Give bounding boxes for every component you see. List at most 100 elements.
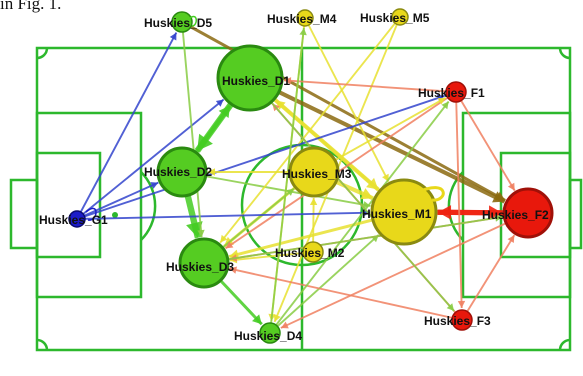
- player-label-m5: Huskies_M5: [360, 11, 430, 25]
- pass-arrowhead-d4-f1: [441, 101, 449, 110]
- pass-edge-d1-f3: [249, 77, 455, 312]
- pass-edge-d4-m1: [269, 234, 380, 334]
- left-goal: [9, 178, 39, 250]
- player-label-f3: Huskies_F3: [424, 314, 491, 328]
- corner-arc-top-right: [558, 47, 571, 60]
- left-penalty-arc: [140, 171, 157, 241]
- player-node-m4: [296, 9, 314, 27]
- pass-edge-f2-d4: [280, 212, 529, 329]
- pass-arrowhead-f1-f3: [457, 300, 466, 309]
- player-label-d1: Huskies_D1: [222, 74, 290, 88]
- pass-edge-g1-d1: [76, 98, 225, 220]
- pass-edge-f3-f2: [461, 234, 516, 321]
- player-label-m4: Huskies_M4: [267, 12, 337, 26]
- pass-edge-d3-f2: [203, 216, 503, 264]
- player-node-m3: [288, 146, 340, 198]
- player-label-d3: Huskies_D3: [166, 260, 234, 274]
- player-label-d5: Huskies_D5: [144, 16, 212, 30]
- pass-arrowhead-f2-m1: [437, 205, 452, 220]
- player-label-f1: Huskies_F1: [418, 86, 485, 100]
- pass-arrowhead-d2-d3: [186, 221, 203, 238]
- pass-arrowhead-f1-f2: [507, 182, 515, 191]
- player-label-m3: Huskies_M3: [282, 167, 352, 181]
- pass-arrowhead-f3-d3: [229, 266, 238, 274]
- pass-edge-f1-d3: [224, 91, 457, 250]
- pass-edge-d5-d3: [181, 21, 203, 238]
- pass-arrowhead-m4-m1: [382, 173, 389, 182]
- pass-edge-m4-m1: [304, 17, 390, 183]
- pass-arrowhead-m2-m3: [309, 197, 318, 206]
- pass-edge-f3-d3: [229, 267, 463, 321]
- pass-arrowhead-g1-d2: [150, 182, 159, 189]
- pass-arrowhead-f1-d3: [225, 241, 234, 249]
- player-node-d4: [259, 322, 281, 344]
- player-nodes: [68, 8, 554, 344]
- pass-arrowhead-f3-f2: [507, 235, 515, 244]
- pass-arrowhead-d4-m4: [299, 27, 307, 36]
- player-node-f1: [445, 81, 467, 103]
- pass-edge-g1-f1: [76, 94, 445, 220]
- pass-arrowhead-g1-d5: [169, 32, 177, 41]
- player-label-g1: Huskies_G1: [39, 213, 108, 227]
- pass-edge-m2-d3: [229, 251, 314, 262]
- pass-edge-g1-d5: [76, 32, 178, 220]
- pass-edge-m5-d3: [219, 16, 401, 244]
- pass-arrowhead-d5-d3: [197, 229, 205, 238]
- player-node-m1: [370, 178, 438, 246]
- pass-edge-f1-d1: [283, 79, 457, 93]
- player-label-f2: Huskies_F2: [482, 208, 549, 222]
- pass-edge-d1-f2: [249, 76, 506, 204]
- pass-edge-d4-m4: [269, 27, 305, 334]
- pass-edge-f1-f2: [455, 91, 516, 192]
- pass-arrowhead-m5-d4: [273, 314, 281, 322]
- player-labels: Huskies_G1 Huskies_D1Huskies_D2Huskies_D3…: [39, 11, 549, 343]
- left-penalty-spot: [112, 212, 118, 218]
- pass-edge-f1-f3: [455, 91, 463, 309]
- pass-arrowhead-d2-d1: [218, 105, 231, 119]
- self-loops: [85, 15, 445, 221]
- player-label-d4: Huskies_D4: [234, 329, 302, 343]
- left-goal-area: [35, 151, 102, 259]
- player-node-d2: [156, 146, 208, 198]
- pass-arrowhead-m5-d3: [220, 234, 228, 243]
- right-goal: [568, 178, 583, 250]
- pass-arrowhead-d3-f2: [494, 214, 503, 222]
- corner-arc-bottom-right: [558, 338, 571, 351]
- player-node-m2: [302, 241, 324, 263]
- pass-arrowhead-m3-m1: [360, 188, 373, 200]
- corner-arc-top-left: [36, 47, 49, 60]
- pass-arrowhead-f1-d1: [283, 77, 292, 85]
- pitch-boundary: [35, 46, 572, 352]
- pass-arrowhead-m1-d1: [275, 100, 286, 110]
- player-node-f2: [502, 187, 554, 239]
- pass-arrowhead-g1-d1: [215, 99, 224, 107]
- player-node-d3: [178, 237, 230, 289]
- soccer-pitch: [9, 46, 583, 352]
- pass-edge-d4-f1: [269, 100, 450, 334]
- self-loop-d5: [189, 15, 197, 27]
- player-node-g1: [68, 210, 86, 228]
- pass-arrowhead-d3-d4: [252, 314, 262, 325]
- player-node-f3: [451, 309, 473, 331]
- left-penalty-area: [35, 111, 143, 299]
- pass-arrowhead-m3-f1: [437, 97, 446, 105]
- player-label-m2: Huskies_M2: [275, 246, 345, 260]
- pass-edge-d2-m1: [181, 171, 371, 207]
- pass-arrowhead-m3-d2: [208, 168, 215, 176]
- self-loop-m1: [417, 186, 445, 202]
- corner-arc-bottom-left: [36, 338, 49, 351]
- player-node-d1: [216, 44, 284, 112]
- pass-arrowhead-d5-f2: [494, 191, 506, 201]
- player-node-d5: [171, 11, 193, 33]
- player-label-d2: Huskies_D2: [144, 165, 212, 179]
- player-node-m5: [391, 8, 409, 26]
- pass-edge-g1-m1: [76, 211, 371, 220]
- pass-arrowhead-d1-f3: [446, 303, 455, 311]
- pass-arrowhead-f2-d4: [280, 321, 289, 329]
- caption-fragment: in Fig. 1.: [0, 0, 62, 13]
- pass-arrowhead-m1-d3: [229, 249, 240, 260]
- pass-arrowhead-d3-m3: [286, 188, 294, 196]
- self-loop-g1: [85, 207, 97, 221]
- pass-edge-g1-d2: [76, 181, 159, 220]
